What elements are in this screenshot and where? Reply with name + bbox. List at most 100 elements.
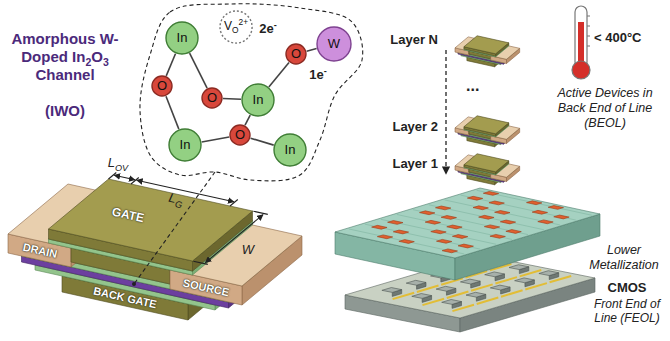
drawing-part: OV: [115, 163, 128, 173]
via: [377, 235, 392, 239]
ellipsis: ...: [466, 76, 506, 95]
dimension-arrow: [114, 175, 135, 180]
via: [554, 215, 569, 219]
via: [495, 211, 510, 215]
drawing-part: O: [91, 48, 103, 65]
indium-atom: In: [168, 128, 202, 162]
via: [479, 215, 494, 219]
via: [436, 239, 451, 243]
atomic-bond: [269, 62, 289, 86]
atomic-bond: [190, 53, 207, 88]
via: [431, 230, 446, 234]
atomic-bond: [202, 137, 229, 142]
oxygen-atom: O: [151, 75, 173, 97]
via: [489, 201, 504, 205]
atom-symbol: VO2+: [224, 20, 248, 33]
metal-line: [397, 214, 512, 239]
extension-line: [253, 211, 267, 214]
channel-abbrev: (IWO): [2, 102, 128, 120]
atom-circle: [202, 88, 222, 108]
atomic-bond: [166, 96, 179, 129]
stack-arrow: [445, 50, 446, 174]
temperature-label: < 400°C: [594, 30, 664, 46]
feol-heading: CMOS: [588, 280, 666, 296]
layer-label: Layer 2: [372, 119, 438, 135]
thermometer-tick: [587, 16, 590, 17]
atomic-bond: [307, 49, 317, 52]
drawing-part: 2+: [238, 17, 248, 27]
drawing-part: L: [108, 155, 115, 170]
transistor-illustration: [8, 4, 363, 320]
dimension-arrow: [205, 215, 263, 263]
tungsten-atom: W: [316, 26, 352, 62]
via: [473, 206, 488, 210]
drawing-part: 1e: [309, 67, 323, 82]
via: [372, 225, 387, 229]
via: [447, 225, 462, 229]
gate-block: [464, 116, 509, 134]
layer-note: Lower Metallization: [584, 243, 664, 273]
metal-line: [445, 200, 560, 225]
via: [483, 191, 498, 195]
atomic-bond: [223, 98, 241, 100]
beol-note: Active Devices in Back End of Line (BEOL…: [546, 86, 664, 131]
via: [399, 240, 414, 244]
drawing-part: -: [324, 66, 327, 76]
oxygen-atom: O: [285, 43, 307, 65]
via: [425, 220, 440, 224]
cmos-device: [460, 279, 480, 284]
drawing-part: V: [224, 19, 232, 33]
cmos-device: [509, 265, 529, 270]
electron-count: 2e-: [259, 21, 277, 37]
drawing-part: Channel: [35, 66, 94, 83]
atom-circle: [274, 134, 306, 166]
gate-block: [464, 36, 509, 54]
metal-line: [349, 229, 464, 254]
atom-symbol: O: [207, 91, 217, 105]
atomic-bond: [251, 138, 274, 145]
via: [527, 201, 542, 205]
electron-count: 1e-: [309, 67, 327, 83]
via: [484, 225, 499, 229]
dimension-arrow: [137, 180, 234, 202]
via: [490, 234, 505, 238]
callout-bubble: [140, 4, 363, 181]
cmos-device: [539, 271, 559, 276]
atom-symbol: In: [253, 93, 264, 107]
layer-label: Layer N: [372, 32, 438, 48]
atom-symbol: O: [291, 47, 301, 61]
via: [420, 211, 435, 215]
drawing-part: 3: [103, 56, 109, 68]
via: [532, 210, 547, 214]
atom-circle: [220, 11, 252, 43]
cmos-device: [442, 300, 462, 305]
thermometer-tick: [587, 26, 590, 27]
via: [393, 230, 408, 234]
stack-illustration: [335, 6, 600, 332]
drawing-part: 2e: [259, 21, 273, 36]
layer-label: Layer 1: [372, 156, 438, 172]
cmos-device: [382, 288, 402, 293]
indium-atom: In: [241, 83, 275, 117]
atom-circle: [317, 27, 351, 61]
drawing-part: -: [274, 20, 277, 30]
atomic-bond: [166, 54, 175, 76]
channel-title: Amorphous W-Doped In2O3 Channel: [2, 30, 128, 84]
via: [467, 196, 482, 200]
leader-dot: [132, 282, 136, 286]
via: [548, 206, 563, 210]
via: [538, 220, 553, 224]
via: [388, 221, 403, 225]
dimension-label: W: [242, 242, 254, 258]
metal-line: [477, 190, 592, 215]
cmos-device: [485, 272, 505, 277]
atom-circle: [230, 125, 250, 145]
indium-atom: In: [165, 21, 199, 55]
callout-leader: [134, 172, 215, 284]
drawing-part: O: [232, 26, 239, 36]
feol-note: Front End of Line (FEOL): [588, 297, 666, 326]
thermometer-tick: [587, 36, 590, 37]
cmos-device: [412, 294, 432, 299]
atom-symbol: In: [285, 143, 296, 157]
